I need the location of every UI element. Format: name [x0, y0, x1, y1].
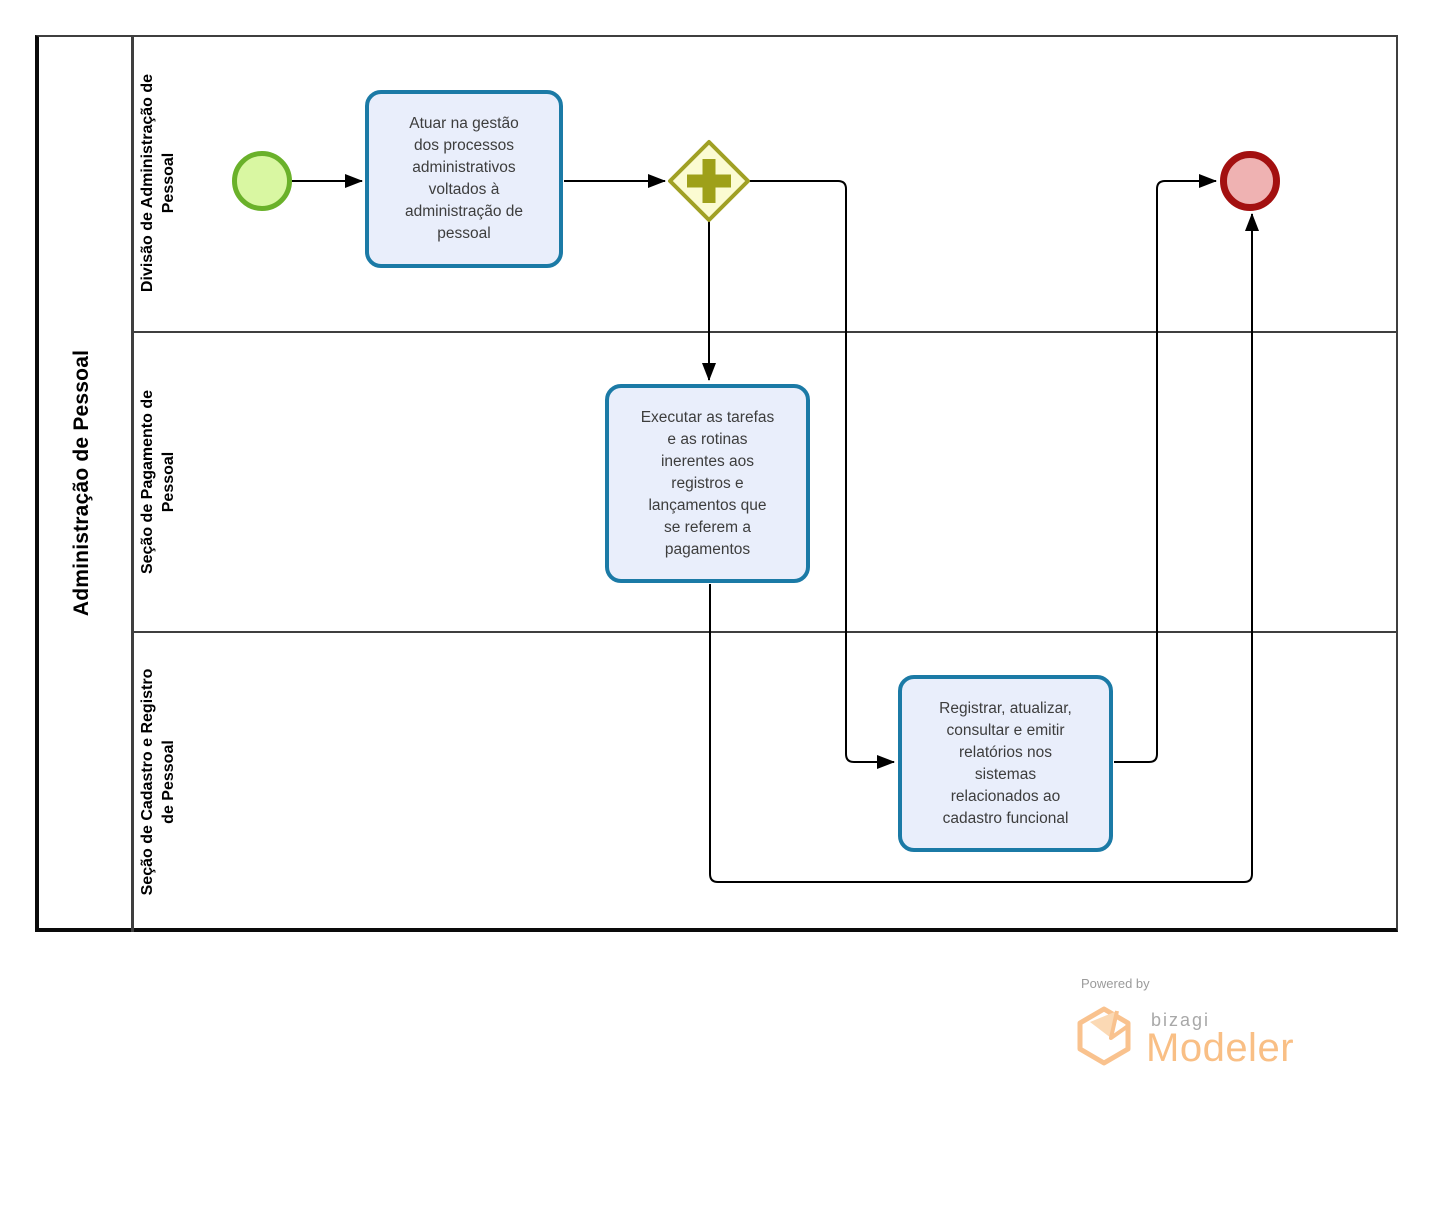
plus-icon: [687, 159, 731, 203]
start-event[interactable]: [232, 151, 292, 211]
sequence-flow-task3-to-end: [1114, 174, 1217, 763]
pool-title-divider: [131, 35, 134, 932]
sequence-flow-task2-to-end: [709, 213, 1259, 883]
task-atuar-gestao[interactable]: Atuar na gestão dos processos administra…: [365, 90, 563, 268]
modeler-product: Modeler: [1146, 1026, 1295, 1070]
powered-by-label: Powered by: [1081, 976, 1150, 991]
bizagi-logo-icon: [1077, 1006, 1131, 1066]
parallel-gateway[interactable]: [668, 140, 750, 222]
sequence-flow-gateway-to-task3: [749, 180, 895, 769]
bizagi-brand: bizagi: [1151, 1010, 1211, 1030]
task-registrar-atualizar[interactable]: Registrar, atualizar, consultar e emitir…: [898, 675, 1113, 852]
pool-administracao-de-pessoal: [35, 35, 1398, 932]
task-executar-tarefas[interactable]: Executar as tarefas e as rotinas inerent…: [605, 384, 810, 583]
lane-divider-1: [133, 331, 1398, 333]
lane-divider-2: [133, 631, 1398, 633]
end-event[interactable]: [1220, 151, 1280, 211]
